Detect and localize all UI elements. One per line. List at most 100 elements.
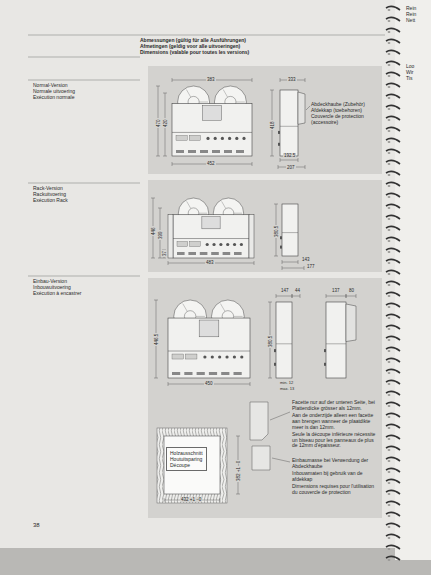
binding-hole: [388, 31, 391, 33]
text-label: Couvercle de protection (accessoire): [311, 114, 373, 126]
dimension-line: [282, 262, 298, 263]
head-block: [199, 320, 219, 337]
dimension-value: 80: [348, 288, 355, 293]
reel-spoke: [183, 304, 188, 312]
binding-hole: [388, 163, 391, 165]
panel-edge: [173, 238, 249, 239]
dimension-tick: [298, 158, 299, 162]
head-block: [202, 217, 220, 229]
binding-hole: [388, 141, 391, 143]
dimension-tick: [305, 78, 306, 82]
dimension-tick: [154, 300, 158, 301]
dimension-line: [280, 160, 298, 161]
push-button: [221, 372, 229, 375]
binding-hole: [388, 229, 391, 231]
recorder-side: [280, 90, 298, 156]
push-button: [176, 150, 184, 153]
dimension-tick: [154, 378, 158, 379]
vu-meter: [177, 242, 188, 247]
dimension-value: 143: [301, 257, 311, 262]
dimension-tick: [172, 162, 173, 166]
dimension-tick: [282, 260, 283, 264]
push-button: [184, 372, 192, 375]
dimension-tick: [280, 78, 281, 82]
reel-spoke: [199, 102, 208, 103]
binding-hole: [388, 20, 391, 22]
rack-ear: [249, 215, 254, 258]
dimension-tick: [163, 93, 167, 94]
binding-hole: [388, 350, 391, 352]
knob-side: [274, 363, 276, 366]
dimension-tick: [276, 294, 277, 298]
text-label: Exécution Rack: [33, 198, 68, 204]
dimension-value: 382 +1 −0: [236, 460, 241, 482]
recorder-side: [282, 204, 298, 256]
wood-cutout: [157, 428, 227, 503]
binding-hole: [388, 218, 391, 220]
dimension-value: 470: [156, 118, 161, 128]
reel-spoke: [223, 90, 227, 98]
binding-hole: [388, 97, 391, 99]
dimension-value: 383: [206, 77, 216, 82]
binding-hole: [388, 383, 391, 385]
binding-hole: [388, 64, 391, 66]
text-label: Dimensions (valable pour toutes les vers…: [140, 50, 249, 56]
binding-hole: [388, 152, 391, 154]
text-label: Einbau-Version: [33, 279, 67, 285]
knob: [242, 137, 245, 140]
knob: [240, 355, 243, 358]
panel-edge: [282, 232, 298, 233]
dimension-tick: [156, 156, 160, 157]
binding-hole: [388, 504, 391, 506]
dimension-tick: [151, 198, 155, 199]
vu-meter: [172, 354, 183, 359]
text-label: Rackuitvoering: [33, 192, 66, 198]
panel-edge: [172, 132, 252, 133]
knob-side: [324, 349, 326, 352]
binding-hole: [388, 196, 391, 198]
facet-profile: [250, 402, 268, 440]
binding-hole: [388, 240, 391, 242]
text-label: Inbouwmaten bij gebruik van de afdekkap: [292, 471, 380, 483]
binding-hole: [388, 273, 391, 275]
text-label: Inbouwuitvoering: [33, 285, 71, 291]
panel-edge: [280, 126, 298, 127]
knob: [206, 243, 209, 246]
dimension-tick: [304, 266, 305, 270]
push-button: [200, 150, 208, 153]
dimension-tick: [168, 261, 169, 265]
binding-hole: [388, 416, 391, 418]
text-label: Einbaumasse bei Verwendung der Abdeckhau…: [292, 458, 380, 470]
dimension-tick: [236, 494, 240, 495]
text-label: Rack-Version: [33, 186, 63, 192]
dimension-tick: [280, 158, 281, 162]
binding-hole: [388, 284, 391, 286]
reel-spoke: [220, 304, 225, 312]
reel-spoke: [234, 316, 243, 317]
text-label: Rein: [406, 12, 416, 18]
text-label: Facette nur auf der unteren Seite, bei P…: [292, 400, 380, 412]
dimension-tick: [158, 258, 162, 259]
dimension-tick: [252, 162, 253, 166]
binding-hole: [388, 42, 391, 44]
dust-cover: [298, 92, 305, 124]
dimension-tick: [162, 258, 166, 259]
binding-hole: [388, 185, 391, 187]
binding-hole: [388, 108, 391, 110]
knob-side: [278, 143, 280, 146]
knob-side: [278, 131, 280, 134]
text-label: Wir: [406, 70, 414, 76]
text-label: Normale uitvoering: [33, 89, 75, 95]
panel-edge: [276, 343, 292, 344]
binding-hole: [388, 537, 391, 539]
binding-hole: [388, 438, 391, 440]
normal-panel: [148, 66, 382, 174]
binding-hole: [388, 460, 391, 462]
push-button: [209, 372, 217, 375]
binding-hole: [388, 339, 391, 341]
dimension-tick: [292, 294, 293, 298]
knob-side: [274, 349, 276, 352]
binding-hole: [388, 482, 391, 484]
dimension-value: 452: [206, 161, 216, 166]
